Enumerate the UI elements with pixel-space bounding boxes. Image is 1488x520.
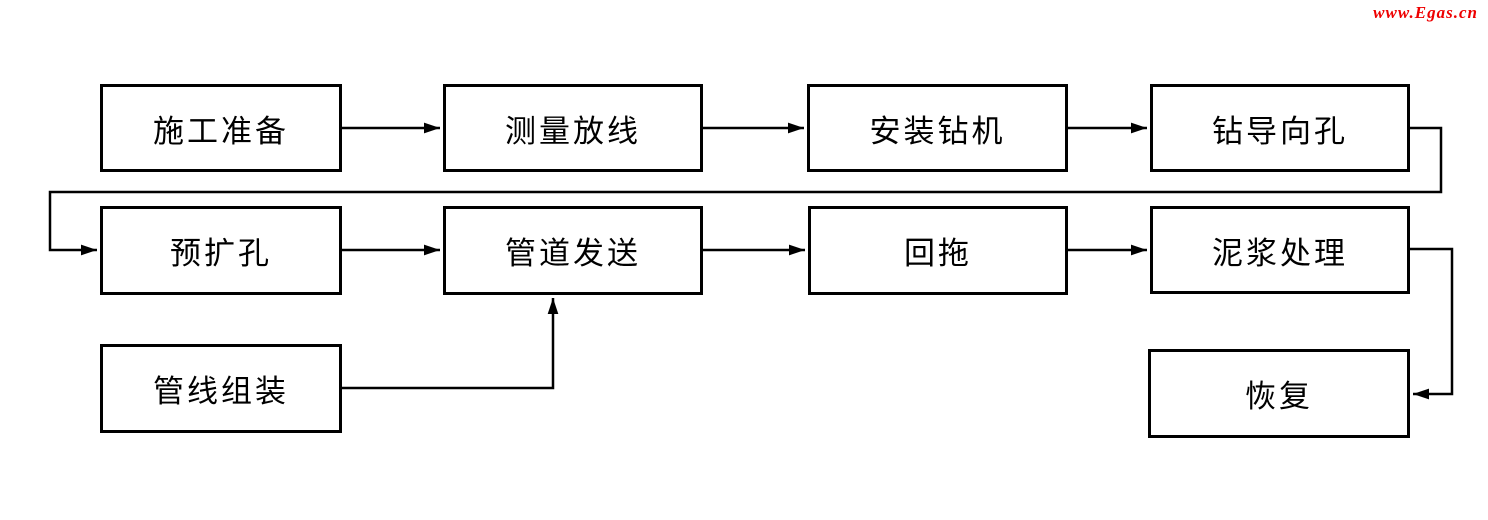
node-label: 安装钻机 [869,113,1006,149]
node-pre-reaming: 预扩孔 [100,206,342,295]
node-label: 钻导向孔 [1212,113,1348,149]
node-label: 施工准备 [153,113,289,149]
node-label: 管道发送 [505,236,641,271]
node-label: 测量放线 [505,113,641,149]
node-label: 回拖 [904,236,972,271]
node-construction-preparation: 施工准备 [100,84,342,172]
node-label: 泥浆处理 [1212,235,1348,271]
node-pullback: 回拖 [808,206,1068,295]
edge-assembly-to-pipesend [342,298,559,390]
node-pipeline-assembly: 管线组装 [100,344,342,433]
node-mud-treatment: 泥浆处理 [1150,206,1410,294]
node-label: 预扩孔 [170,236,272,271]
node-drill-pilot-hole: 钻导向孔 [1150,84,1410,172]
node-restoration: 恢复 [1148,349,1410,438]
node-survey-layout: 测量放线 [443,84,703,172]
edge-mud-to-restoration [1410,247,1454,400]
node-pipe-sending: 管道发送 [443,206,703,295]
node-label: 恢复 [1245,379,1313,414]
watermark-text: www.Egas.cn [1373,3,1478,22]
edge-pilot-to-preream-wrap [48,126,1443,256]
node-install-drill-rig: 安装钻机 [807,84,1068,172]
node-label: 管线组装 [153,374,289,409]
